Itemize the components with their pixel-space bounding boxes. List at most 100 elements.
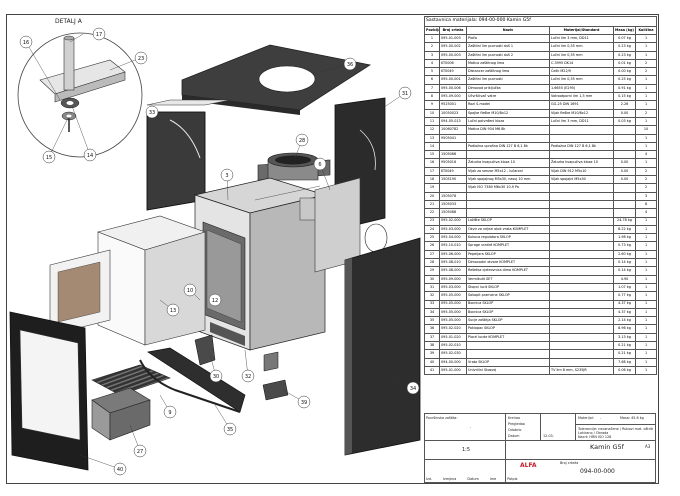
bom-cell: TV lim 8 mm, S235JR bbox=[549, 365, 614, 376]
svg-text:27: 27 bbox=[137, 449, 143, 455]
note-3: Nacrt: HRN ISO 128 bbox=[578, 435, 612, 439]
bom-cell: 1505078 bbox=[439, 191, 467, 201]
bom-cell: C.3995 DK14 bbox=[549, 58, 614, 69]
bom-cell: Lučni lim 0,55 mm bbox=[549, 50, 614, 60]
bom-cell: 1 bbox=[634, 141, 658, 152]
bom-cell: 1 bbox=[634, 307, 658, 318]
bottom-cover bbox=[139, 347, 246, 413]
bom-cell: KT0049 bbox=[439, 166, 467, 177]
bom-cell: 0.00 bbox=[613, 108, 636, 118]
bom-cell bbox=[549, 291, 614, 301]
bom-cell bbox=[466, 199, 550, 210]
bom-cell: 095-10-010 bbox=[439, 241, 467, 251]
part-callout: 36 bbox=[343, 57, 357, 71]
bom-cell: 1 bbox=[634, 42, 658, 52]
bom-cell: 9505016 bbox=[439, 158, 467, 168]
detail-callout: 16 bbox=[19, 35, 33, 49]
part-callout: 31 bbox=[398, 86, 412, 100]
bom-cell: 1 bbox=[634, 282, 658, 293]
bom-cell: 32 bbox=[424, 291, 440, 301]
bom-cell: 095-00-001 bbox=[439, 75, 467, 85]
bom-cell: 095-05-000 bbox=[439, 299, 467, 309]
bom-cell: 095-05-000 bbox=[439, 307, 467, 318]
bom-cell bbox=[549, 241, 614, 251]
bom-cell: Bocnica SKLOP bbox=[466, 307, 550, 318]
bom-cell: 0.21 kg bbox=[613, 349, 636, 359]
svg-text:36: 36 bbox=[347, 62, 353, 68]
bom-cell: 1505068 bbox=[439, 150, 467, 160]
bom-title: Sastavnica materijala: 094-00-000 Kamin … bbox=[423, 16, 658, 27]
part-number: 094-00-000 bbox=[580, 468, 615, 475]
bom-table: Sastavnica materijala: 094-00-000 Kamin … bbox=[423, 16, 658, 376]
bom-cell bbox=[613, 208, 636, 218]
bom-cell bbox=[466, 340, 550, 351]
bom-cell: 1 bbox=[634, 224, 658, 235]
bom-cell: Rešetka cjeleovnica dima KOMPLET bbox=[466, 266, 550, 276]
rev-col-5: Potpis bbox=[507, 477, 518, 481]
bom-cell: 11 bbox=[424, 116, 440, 127]
bom-cell: 1 bbox=[634, 266, 658, 276]
part-callout: 32 bbox=[241, 369, 255, 383]
bom-cell: 1 bbox=[634, 332, 658, 343]
bom-cell: 3.13 kg bbox=[613, 332, 636, 343]
bom-cell: Lučni potvrđeni kloza bbox=[466, 116, 550, 127]
bom-cell: Vijak spojajnog M5x30, nasuj 10 mm bbox=[466, 175, 550, 185]
material-label: Materijal: bbox=[578, 416, 594, 420]
bom-cell: 1 bbox=[634, 316, 658, 326]
bom-cell: Vrata SKLOP bbox=[466, 357, 550, 367]
bom-cell: 10050023 bbox=[439, 108, 467, 118]
bom-cell: 9525001 bbox=[439, 100, 467, 110]
bom-cell bbox=[549, 257, 614, 268]
bom-cell: 0.07 kg bbox=[613, 33, 636, 44]
bom-cell: 8.96 kg bbox=[613, 324, 636, 334]
part-callout: 35 bbox=[223, 422, 237, 436]
bom-cell: 095-05-000 bbox=[439, 291, 467, 301]
bom-cell: 2 bbox=[634, 166, 658, 177]
bom-cell: 0.91 kg bbox=[613, 83, 636, 94]
bom-cell bbox=[549, 183, 614, 193]
rev-col-4: Ime bbox=[489, 477, 497, 481]
vermiculite-set bbox=[49, 177, 361, 346]
bom-cell: 1 bbox=[634, 274, 658, 284]
bom-cell: 10 bbox=[634, 125, 658, 135]
part-callout: 6 bbox=[313, 157, 327, 171]
bom-cell: Stopni lucit SKLOP bbox=[466, 282, 550, 293]
svg-text:17: 17 bbox=[96, 32, 102, 38]
bom-cell: 34 bbox=[424, 307, 440, 318]
bom-cell: 9 bbox=[424, 100, 440, 110]
part-callout: 40 bbox=[113, 462, 127, 476]
bom-cell bbox=[549, 224, 614, 235]
detail-a: DETALJ A bbox=[17, 18, 143, 158]
bom-cell: Vijak ISO 7380 M6x30 10.9 Pa bbox=[466, 183, 550, 193]
bom-cell: 1 bbox=[634, 83, 658, 94]
bom-cell: 095-05-000 bbox=[439, 316, 467, 326]
bom-cell bbox=[549, 133, 614, 143]
bom-cell: 2 bbox=[634, 58, 658, 69]
bom-cell: 095-02-030 bbox=[439, 349, 467, 359]
bom-header-cell: Materijal/Standard bbox=[549, 26, 614, 35]
bom-cell: Podložna DIN 127 B 6,1 8k bbox=[549, 141, 614, 152]
bom-cell: 095-00-003 bbox=[439, 50, 467, 60]
bom-cell: 30 bbox=[424, 274, 440, 284]
bom-cell: 1 bbox=[634, 349, 658, 359]
bom-cell: 17 bbox=[424, 166, 440, 177]
bom-cell: 7.68 kg bbox=[613, 357, 636, 367]
bom-cell: 31 bbox=[424, 282, 440, 293]
part-callout: 34 bbox=[406, 381, 420, 395]
bom-cell bbox=[549, 266, 614, 276]
bom-cell: 095-02-000 bbox=[439, 216, 467, 226]
bom-cell: 26 bbox=[424, 241, 440, 251]
svg-text:28: 28 bbox=[299, 138, 305, 144]
bom-cell bbox=[549, 233, 614, 243]
bom-cell: Matica zaštitnog lima bbox=[466, 58, 550, 69]
bom-cell: 095-01-020 bbox=[439, 332, 467, 343]
